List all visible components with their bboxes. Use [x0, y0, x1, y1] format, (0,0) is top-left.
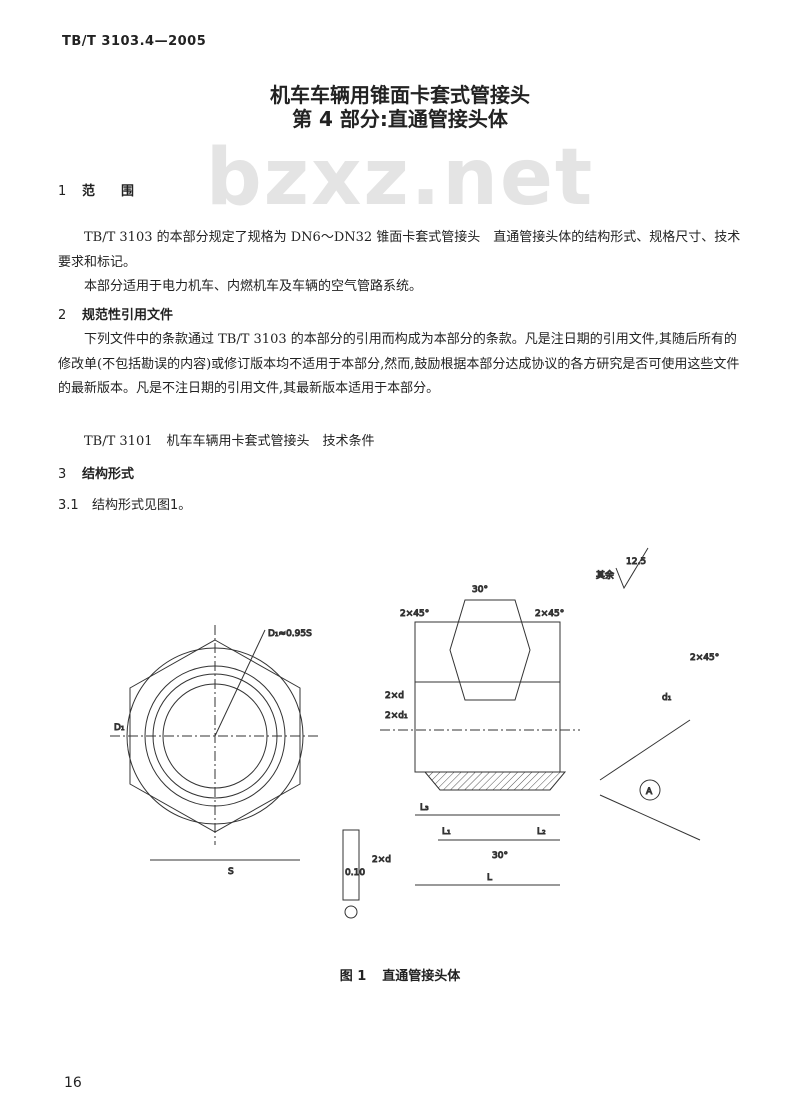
- tolerance-value: 0.10: [345, 868, 365, 878]
- reference-title: 机车车辆用卡套式管接头 技术条件: [166, 434, 375, 449]
- l3-label: L₃: [420, 803, 429, 813]
- section-3-1: 3.1 结构形式见图1。: [58, 494, 191, 513]
- figure-caption: 图 1 直通管接头体: [0, 965, 800, 984]
- section-1-para-2: 本部分适用于电力机车、内燃机车及车辆的空气管路系统。: [84, 279, 423, 294]
- section-1-para-1: TB/T 3103 的本部分规定了规格为 DN6～DN32 锥面卡套式管接头 直…: [58, 230, 741, 270]
- document-title: 机车车辆用锥面卡套式管接头: [270, 83, 530, 107]
- section-3-heading: 3 结构形式: [58, 463, 134, 482]
- roughness-rest-label: 其余: [596, 569, 614, 581]
- datum-label: A: [646, 787, 653, 797]
- subsection-number: 3.1: [58, 498, 79, 513]
- two-d1-label: 2×d₁: [385, 711, 408, 721]
- watermark: bzxz.net: [205, 133, 595, 223]
- angle-top-label: 30°: [472, 585, 488, 595]
- watermark-container: bzxz.net: [0, 133, 800, 223]
- caption-text: 直通管接头体: [382, 969, 461, 984]
- datum-circle-icon: [344, 905, 358, 919]
- l1-label: L₁: [442, 827, 451, 837]
- two-d-label: 2×d: [385, 691, 404, 701]
- angle-bottom-label: 30°: [492, 851, 508, 861]
- thread-label: 2×d: [372, 855, 391, 865]
- section-title: 规范性引用文件: [82, 308, 174, 323]
- reference-code: TB/T 3101: [84, 434, 153, 449]
- section-number: 1: [58, 184, 67, 199]
- section-2-para-1: 下列文件中的条款通过 TB/T 3103 的本部分的引用而构成为本部分的条款。凡…: [58, 332, 740, 396]
- figure-1-drawing: 其余 12.5 D₁≈0.95S D₁ S 0.10 2×d 30° 2×45°…: [110, 547, 720, 919]
- tolerance-frame: [342, 829, 360, 901]
- normative-reference: TB/T 3101 机车车辆用卡套式管接头 技术条件: [84, 430, 389, 449]
- l2-label: L₂: [537, 827, 546, 837]
- section-title: 范 围: [82, 184, 135, 199]
- section-1-heading: 1 范 围: [58, 180, 134, 199]
- subsection-text: 结构形式见图1。: [92, 498, 192, 513]
- hex-front-view: [110, 625, 320, 861]
- standard-code: TB/T 3103.4—2005: [62, 34, 207, 49]
- section-title: 结构形式: [82, 467, 135, 482]
- chamfer-small-label: 2×45°: [690, 653, 719, 663]
- side-section-view: [380, 599, 580, 886]
- d1-label: D₁: [114, 723, 125, 733]
- section-number: 2: [58, 308, 67, 323]
- d1-formula-label: D₁≈0.95S: [268, 629, 312, 639]
- roughness-symbol-icon: [615, 547, 649, 590]
- d-small-label: d₁: [662, 693, 672, 703]
- chamfer-right-label: 2×45°: [535, 609, 564, 619]
- caption-number: 图 1: [339, 969, 367, 984]
- section-number: 3: [58, 467, 67, 482]
- document-subtitle: 第 4 部分:直通管接头体: [292, 107, 508, 131]
- detail-view: [599, 719, 701, 841]
- chamfer-left-label: 2×45°: [400, 609, 429, 619]
- l-label: L: [487, 873, 492, 883]
- section-2-heading: 2 规范性引用文件: [58, 304, 173, 323]
- page-number: 16: [64, 1075, 82, 1091]
- roughness-value: 12.5: [626, 557, 646, 567]
- s-label: S: [228, 867, 234, 877]
